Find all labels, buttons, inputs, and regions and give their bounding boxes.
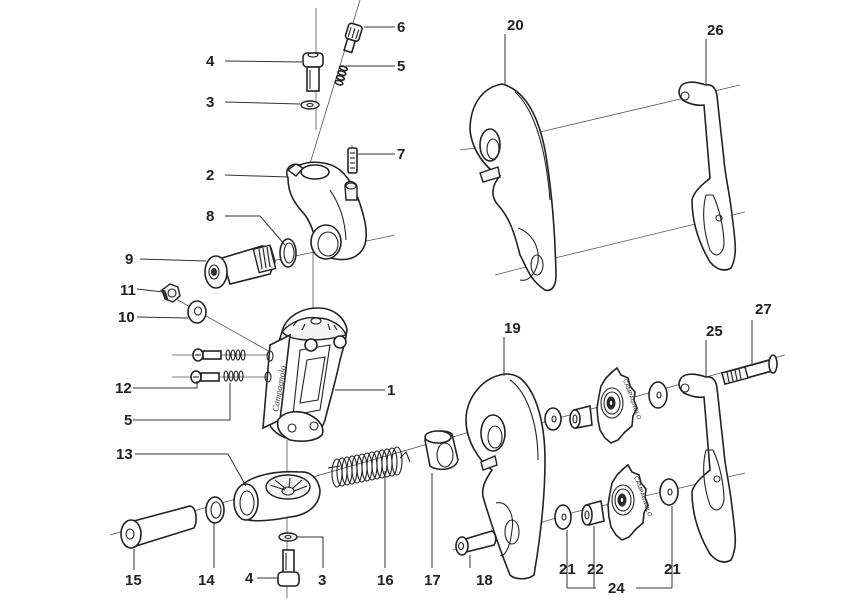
lower-jockey-pulley: CAMPAGNOLO	[607, 463, 652, 541]
upper-jockey-pulley: CAMPAGNOLO	[596, 366, 641, 444]
part-7-stop-pin	[347, 147, 358, 174]
part-5-upper-spring	[334, 65, 349, 86]
part-9-mounting-bolt	[204, 244, 277, 289]
label-20: 20	[507, 17, 524, 34]
part-1-derailleur-body: Campagnolo	[262, 307, 348, 442]
part-2-upper-knuckle	[285, 161, 368, 261]
label-5-lower: 5	[124, 412, 132, 429]
part-12-limit-screws	[190, 348, 222, 384]
label-14: 14	[198, 572, 215, 589]
part-17-spring-cap	[424, 430, 459, 471]
part-8-ring	[279, 238, 297, 268]
lower-pulley-bushing	[581, 499, 605, 527]
part-5-lower-springs	[223, 349, 246, 382]
label-3-upper: 3	[206, 94, 214, 111]
part-18-cage-pivot-bolt	[455, 530, 497, 556]
label-5-upper: 5	[397, 58, 405, 75]
label-21-left: 21	[559, 561, 576, 578]
label-22: 22	[587, 561, 604, 578]
upper-pulley-washer-outer	[648, 381, 668, 409]
part-26-outer-cage-plate	[678, 81, 737, 271]
part-15-pivot-bolt	[120, 505, 197, 549]
part-27-cage-bolt	[721, 354, 778, 385]
label-11: 11	[120, 282, 136, 299]
label-8: 8	[206, 208, 214, 225]
part-16-tension-spring	[327, 446, 411, 488]
part-19-inner-cage-plate	[465, 373, 546, 580]
label-16: 16	[377, 572, 394, 589]
part-20-inner-cage-plate	[469, 83, 557, 292]
label-7: 7	[397, 146, 405, 163]
label-18: 18	[476, 572, 493, 589]
label-4-upper: 4	[206, 53, 215, 70]
part-25-outer-cage-plate	[678, 373, 737, 563]
label-13: 13	[116, 446, 133, 463]
part-4-lower-bolt	[277, 549, 300, 587]
label-9: 9	[125, 251, 133, 268]
label-19: 19	[504, 320, 521, 337]
upper-pulley-washer-inner	[544, 407, 562, 431]
label-4-lower: 4	[245, 570, 254, 587]
part-13-lower-knuckle	[233, 470, 321, 522]
label-10: 10	[118, 309, 135, 326]
part-3-lower-washer	[278, 532, 298, 542]
part-4-upper-bolt	[302, 52, 324, 92]
label-2: 2	[206, 167, 214, 184]
label-21-right: 21	[664, 561, 681, 578]
label-24: 24	[608, 580, 625, 597]
label-6: 6	[397, 19, 405, 36]
part-11-nut	[161, 283, 181, 303]
label-3-lower: 3	[318, 572, 326, 589]
lower-pulley-washer-outer	[659, 478, 679, 506]
part-labels: 4 3 2 6 5 7 8 9 11 10 12 5 1 13 15 14 4 …	[115, 17, 772, 597]
label-1: 1	[387, 382, 395, 399]
part-3-upper-washer	[300, 100, 320, 110]
label-17: 17	[424, 572, 441, 589]
label-15: 15	[125, 572, 142, 589]
part-10-washer	[187, 300, 207, 324]
label-25: 25	[706, 323, 723, 340]
label-27: 27	[755, 301, 772, 318]
part-14-bushing	[205, 496, 225, 524]
lower-pulley-washer-inner	[554, 504, 572, 530]
upper-pulley-bushing	[569, 405, 593, 429]
label-26: 26	[707, 22, 724, 39]
label-12: 12	[115, 380, 132, 397]
leader-lines	[133, 26, 753, 589]
part-6-adjuster-screw	[343, 22, 363, 54]
